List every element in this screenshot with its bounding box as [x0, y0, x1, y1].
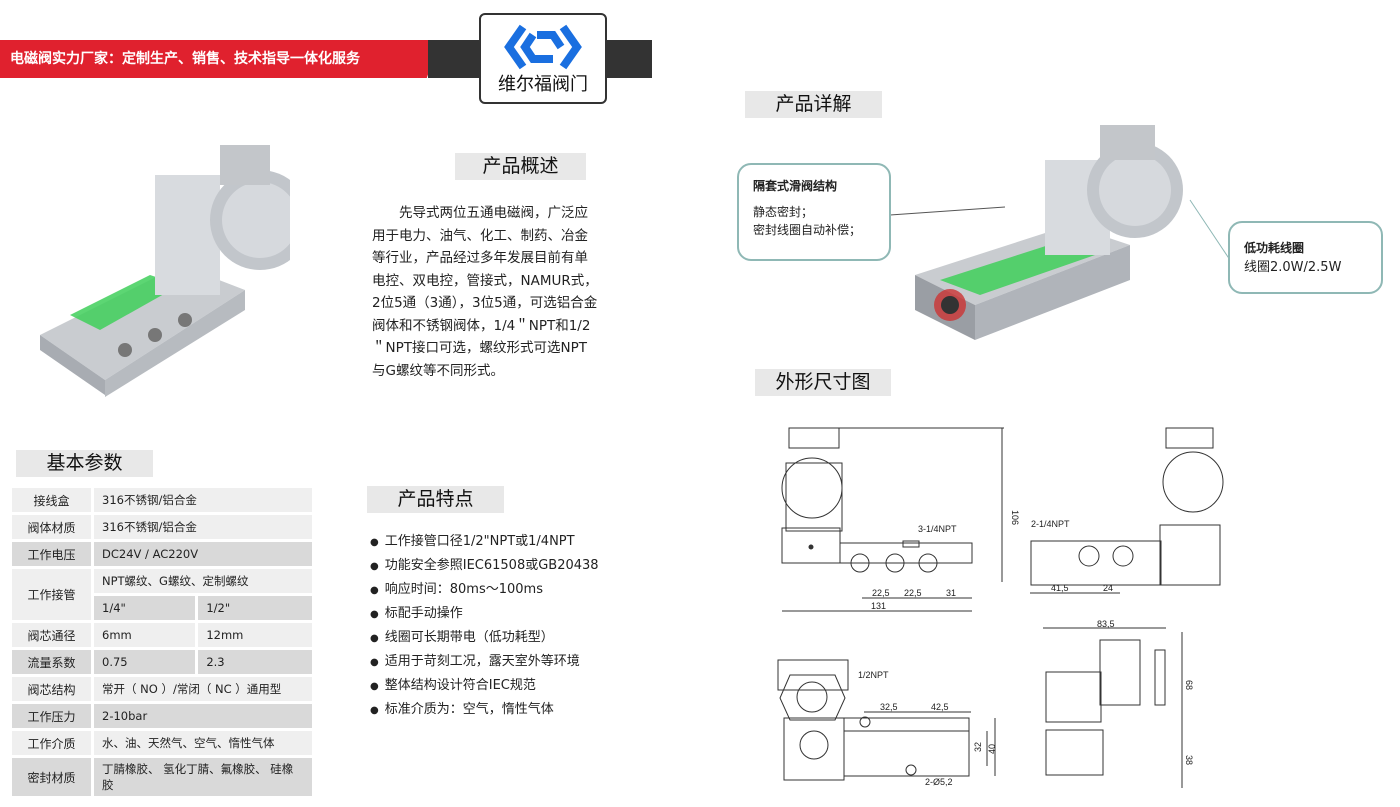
param-key: 阀体材质 — [12, 515, 94, 539]
feature-item: 线圈可长期带电（低功耗型） — [370, 626, 599, 650]
param-value: 常开（ NO ）/常闭（ NC ）通用型 — [94, 677, 312, 701]
callout-sleeve-structure: 隔套式滑阀结构 静态密封； 密封线圈自动补偿； — [737, 163, 891, 261]
callout-line: 线圈2.0W/2.5W — [1244, 260, 1342, 275]
callout-line: 密封线圈自动补偿； — [753, 223, 862, 237]
feature-item: 工作接管口径1/2"NPT或1/4NPT — [370, 530, 599, 554]
param-value-a: 6mm — [94, 623, 199, 647]
logo-text: 维尔福阀门 — [498, 74, 588, 95]
param-key: 阀芯结构 — [12, 677, 94, 701]
param-key: 流量系数 — [12, 650, 94, 674]
brand-logo: 维尔福阀门 — [479, 13, 607, 104]
feature-item: 标配手动操作 — [370, 602, 599, 626]
param-key: 工作电压 — [12, 542, 94, 566]
param-value-b: 12mm — [198, 623, 312, 647]
front-view-drawing — [781, 427, 1004, 612]
param-key: 接线盒 — [12, 488, 94, 512]
param-value: 316不锈钢/铝合金 — [94, 515, 312, 539]
dim-label: 131 — [871, 601, 886, 611]
dim-label: 22,5 — [872, 588, 890, 598]
param-key: 密封材质 — [12, 758, 94, 796]
cutaway-photo — [889, 125, 1231, 340]
features-list: 工作接管口径1/2"NPT或1/4NPT 功能安全参照IEC61508或GB20… — [370, 530, 599, 722]
param-value-a: 0.75 — [94, 650, 199, 674]
dim-label: 32,5 — [880, 702, 898, 712]
side-view-drawing — [1030, 427, 1224, 594]
feature-item: 整体结构设计符合IEC规范 — [370, 674, 599, 698]
detail-title: 产品详解 — [745, 91, 882, 118]
dim-label: 38 — [1184, 755, 1194, 765]
dim-label: 41,5 — [1051, 583, 1069, 593]
end-port-label: 1/2NPT — [858, 670, 889, 680]
front-port-label: 3-1/4NPT — [918, 524, 957, 534]
param-value: 水、油、天然气、空气、惰性气体 — [94, 731, 312, 755]
callout-title: 隔套式滑阀结构 — [753, 179, 838, 193]
feature-item: 标准介质为：空气，惰性气体 — [370, 698, 599, 722]
dim-label: 83,5 — [1097, 619, 1115, 629]
dim-label: 106 — [1010, 510, 1020, 525]
param-value: NPT螺纹、G螺纹、定制螺纹 — [94, 569, 312, 593]
param-key: 工作介质 — [12, 731, 94, 755]
dim-label: 42,5 — [931, 702, 949, 712]
param-key: 阀芯通径 — [12, 623, 94, 647]
dim-label: 24 — [1103, 583, 1113, 593]
product-photo — [40, 145, 290, 397]
callout-line: 静态密封； — [753, 205, 814, 219]
logo-mark-icon — [504, 24, 582, 70]
overview-text: 先导式两位五通电磁阀，广泛应用于电力、油气、化工、制药、冶金等行业，产品经过多年… — [372, 205, 598, 379]
param-value: 丁腈橡胶、 氢化丁腈、氟橡胶、 硅橡胶 — [94, 758, 312, 796]
param-value-b: 1/2" — [198, 596, 312, 620]
callout-title: 低功耗线圈 — [1244, 241, 1305, 255]
top-view-drawing — [1043, 627, 1183, 788]
table-row: 阀芯结构常开（ NO ）/常闭（ NC ）通用型 — [12, 677, 312, 701]
params-title: 基本参数 — [16, 450, 153, 477]
param-value-b: 2.3 — [198, 650, 312, 674]
end-view-drawing — [777, 659, 996, 781]
side-port-label: 2-1/4NPT — [1031, 519, 1070, 529]
table-row: 工作介质水、油、天然气、空气、惰性气体 — [12, 731, 312, 755]
table-row: 密封材质丁腈橡胶、 氢化丁腈、氟橡胶、 硅橡胶 — [12, 758, 312, 796]
dim-label: 68 — [1184, 680, 1194, 690]
feature-item: 适用于苛刻工况，露天室外等环境 — [370, 650, 599, 674]
param-key: 工作压力 — [12, 704, 94, 728]
dim-label: 2-Ø5,2 — [925, 777, 953, 787]
dim-label: 32 — [973, 742, 983, 752]
dim-label: 22,5 — [904, 588, 922, 598]
param-value: 2-10bar — [94, 704, 312, 728]
feature-item: 功能安全参照IEC61508或GB20438 — [370, 554, 599, 578]
header-banner: 电磁阀实力厂家：定制生产、销售、技术指导一体化服务 — [0, 40, 440, 78]
overview-title: 产品概述 — [455, 153, 586, 180]
dim-label: 31 — [946, 588, 956, 598]
param-value-a: 1/4" — [94, 596, 199, 620]
param-key: 工作接管 — [12, 569, 94, 620]
dimensions-title: 外形尺寸图 — [755, 369, 891, 396]
table-row: 1/4"1/2" — [12, 596, 312, 620]
dim-label: 40 — [987, 744, 997, 754]
feature-item: 响应时间：80ms～100ms — [370, 578, 599, 602]
callout-low-power-coil: 低功耗线圈 线圈2.0W/2.5W — [1228, 221, 1383, 294]
param-value: DC24V / AC220V — [94, 542, 312, 566]
features-title: 产品特点 — [367, 486, 504, 513]
param-value: 316不锈钢/铝合金 — [94, 488, 312, 512]
